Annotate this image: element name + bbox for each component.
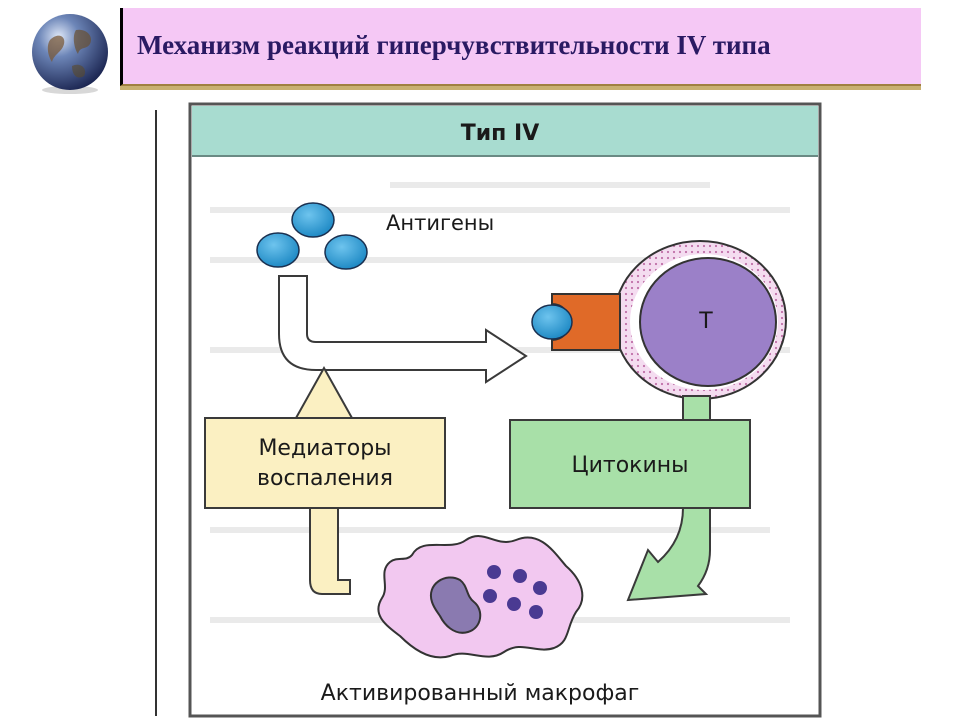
antigen-cluster [256,202,368,270]
macrophage-granules [483,565,547,619]
t-cell-label: T [698,309,713,334]
panel-header-band [192,106,818,156]
cytokines-box [509,419,751,509]
bound-antigen [531,304,573,340]
mediators-label-line2: воспаления [257,466,393,491]
globe-icon [32,14,108,94]
title-bar: Механизм реакций гиперчувствительности I… [120,8,921,86]
panel-title: Тип IV [461,121,540,146]
mediators-box [204,417,446,509]
antigens-label: Антигены [386,211,494,235]
antigen-arrow [278,275,528,384]
mediators-label-line1: Медиаторы [258,436,391,461]
cytokines-label: Цитокины [572,453,689,478]
page-title: Механизм реакций гиперчувствительности I… [137,30,771,60]
t-cell [613,240,787,400]
macrophage-nucleus [429,576,482,634]
activated-macrophage [377,535,584,659]
type-iv-diagram: Тип IV Антигены T [150,100,830,720]
macrophage-label: Активированный макрофаг [321,681,640,706]
